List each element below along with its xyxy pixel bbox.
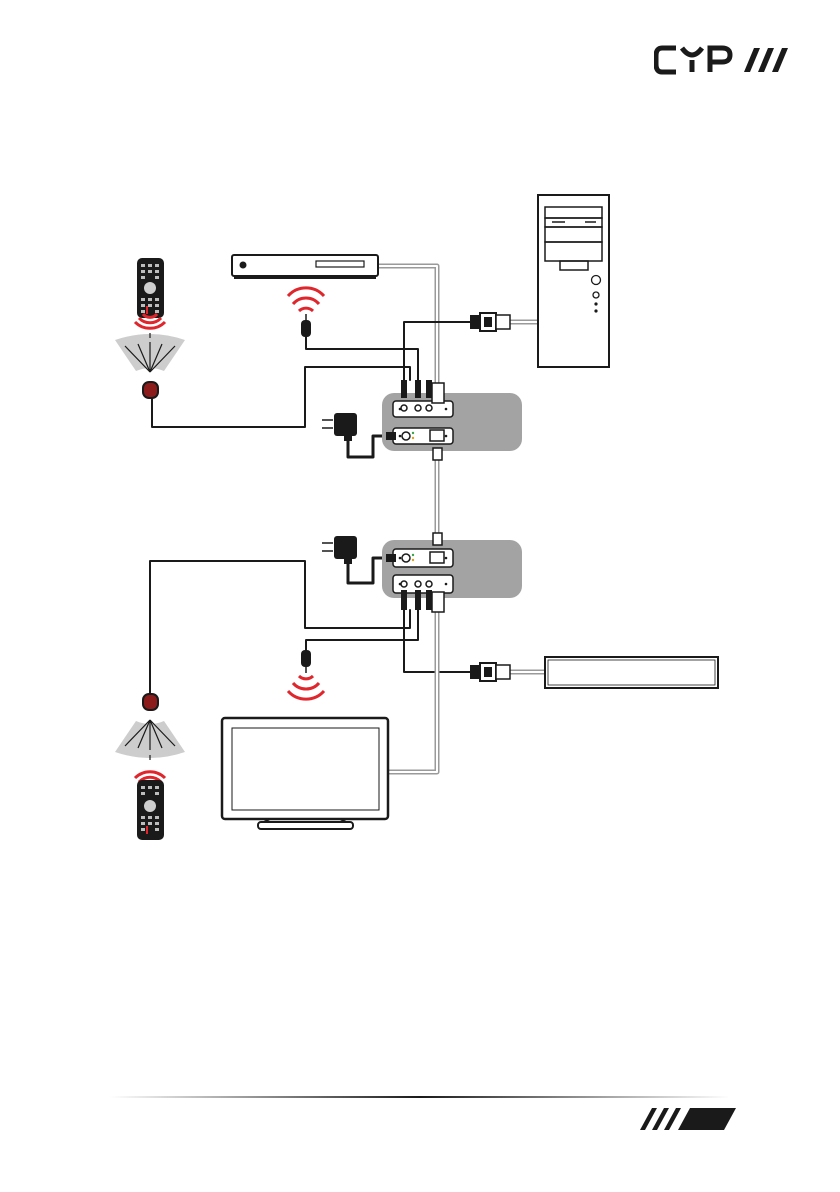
- ir-remote-icon: [137, 780, 164, 840]
- ir-remote-icon: [137, 258, 164, 318]
- power-adapter-icon: [322, 536, 357, 564]
- desktop-pc-icon: [538, 195, 609, 367]
- media-player-icon: [232, 255, 378, 279]
- ir-receiver-icon: [143, 694, 158, 710]
- extender-tx-icon: [382, 380, 522, 460]
- ir-receiver-icon: [143, 382, 158, 398]
- footer-divider: [110, 1096, 730, 1098]
- slash-stripes-icon: [640, 1106, 740, 1132]
- ir-range-fan-icon: [115, 333, 185, 372]
- ir-blaster-icon: [288, 650, 324, 699]
- rs232-device-icon: [545, 657, 718, 688]
- ir-blaster-icon: [288, 288, 324, 337]
- db9-connector-icon: [470, 313, 510, 331]
- power-adapter-icon: [322, 413, 357, 441]
- db9-connector-icon: [470, 663, 510, 681]
- extender-rx-icon: [382, 533, 522, 612]
- ir-range-fan-icon: [115, 720, 185, 760]
- tv-monitor-icon: [222, 718, 388, 829]
- cables: [150, 266, 545, 772]
